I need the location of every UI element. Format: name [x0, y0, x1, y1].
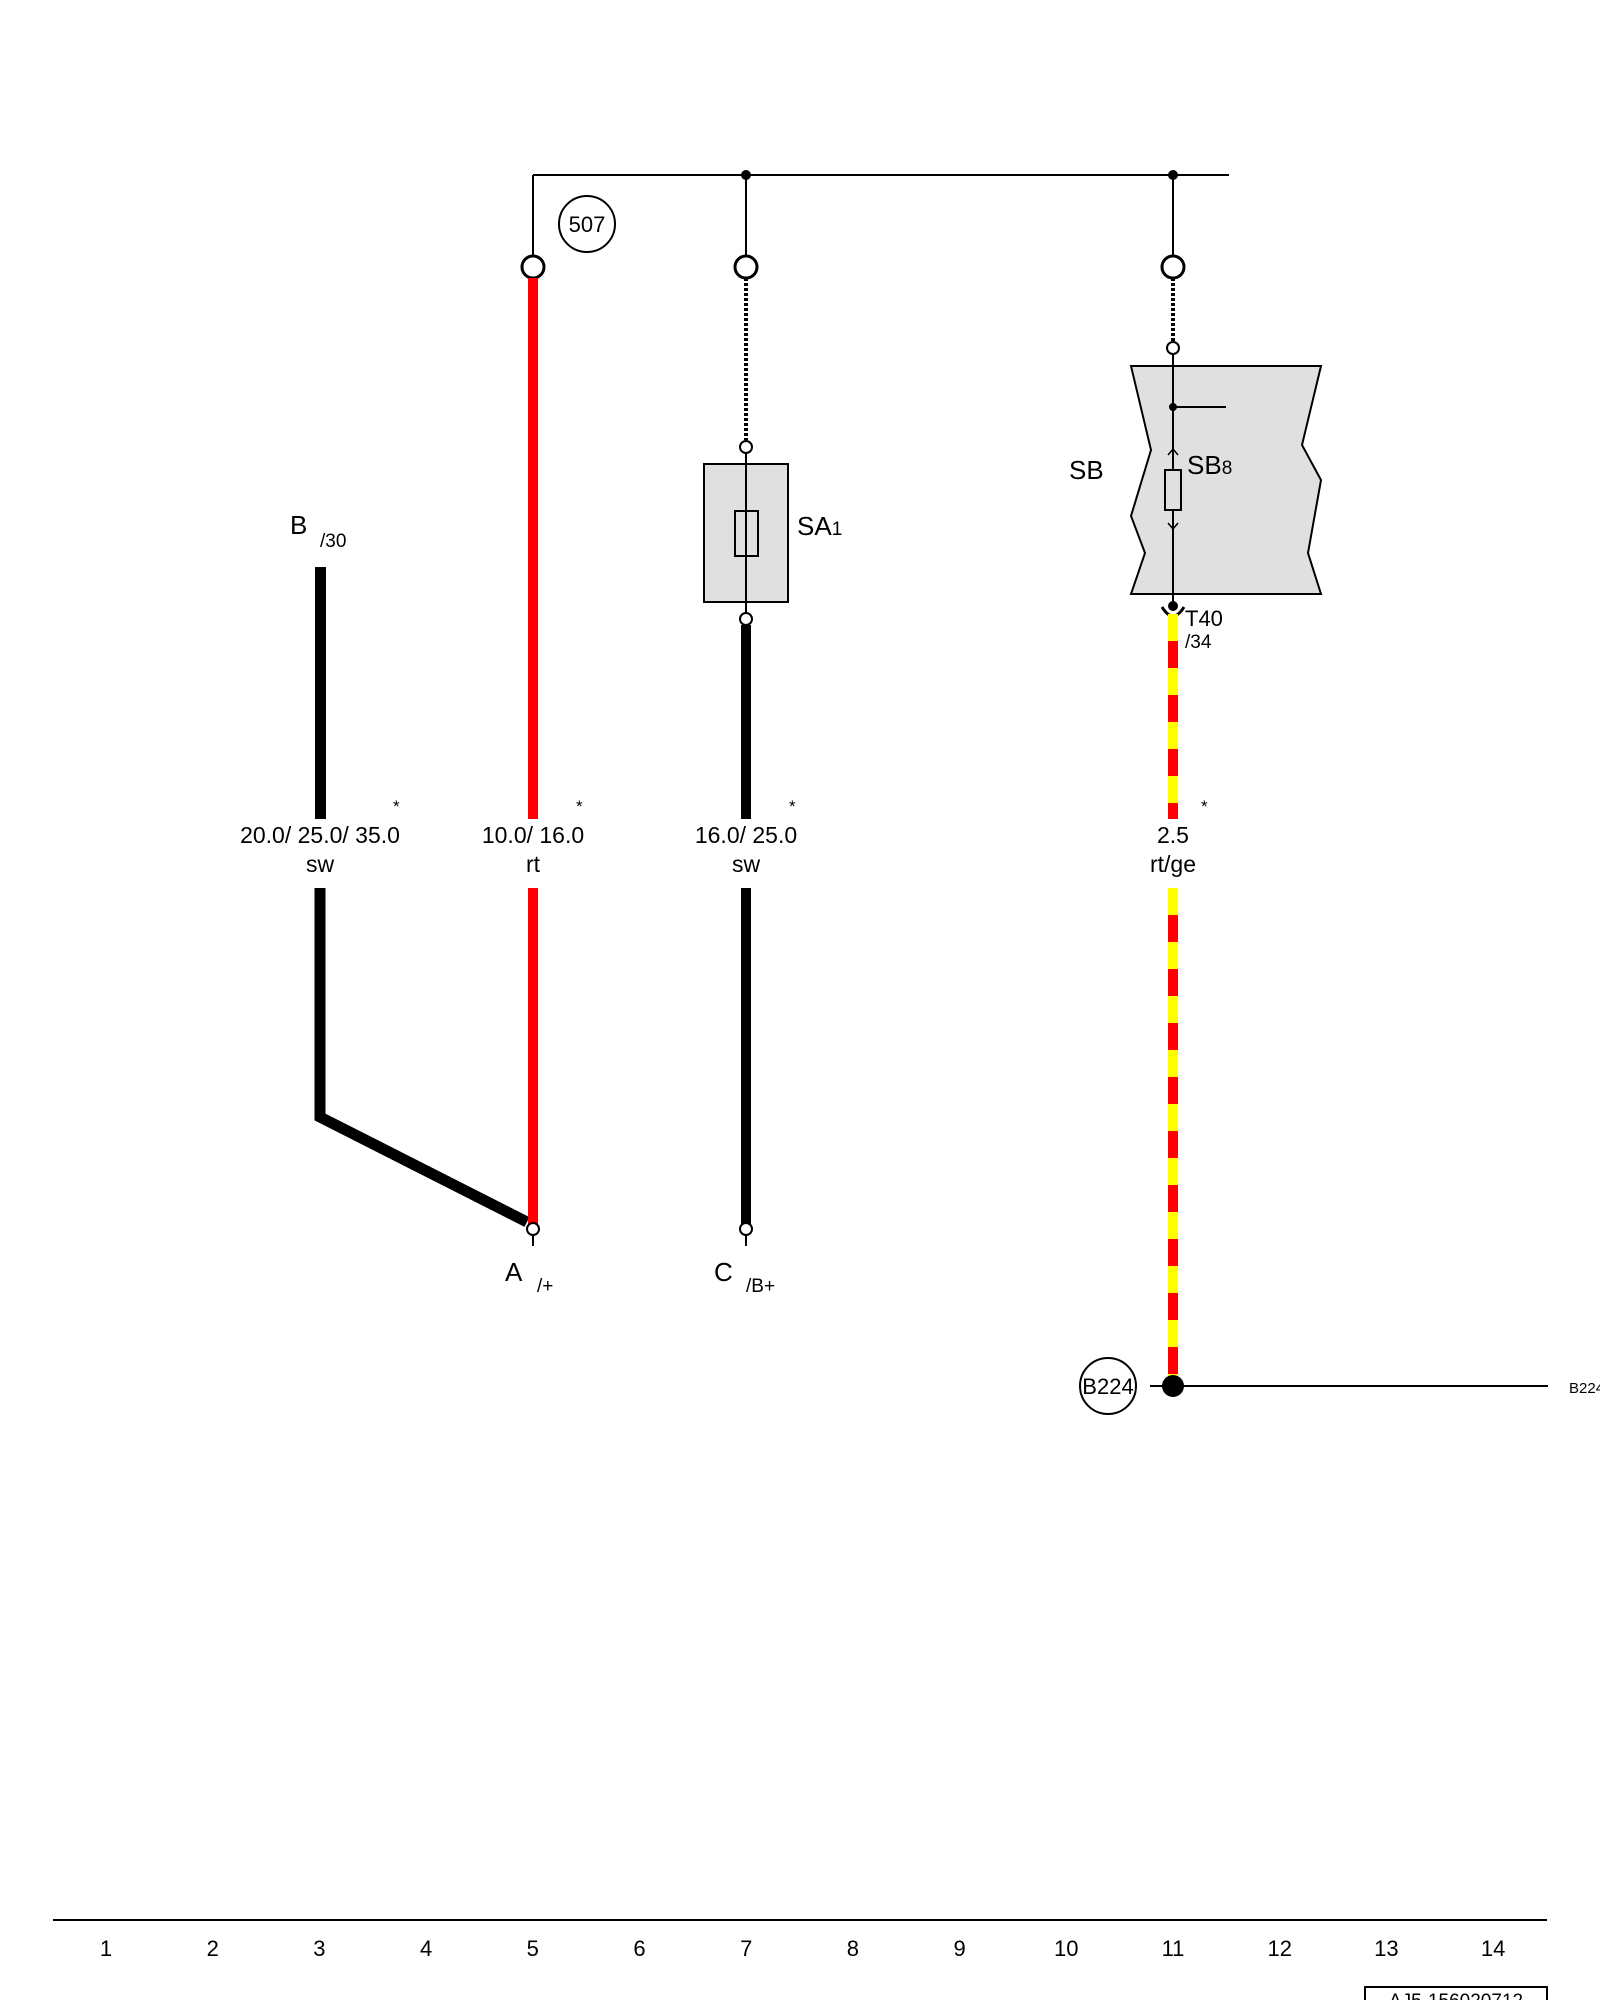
- terminal-c-circle: [739, 1222, 753, 1236]
- terminal-circle: [520, 254, 546, 280]
- terminal-c-sub: /B+: [746, 1276, 775, 1297]
- wire-stripe-segment: [1168, 915, 1178, 942]
- column-number: 4: [420, 1936, 432, 1961]
- column-number: 6: [633, 1936, 645, 1961]
- wire-spec-col7: 16.0/ 25.0 sw *: [695, 797, 797, 877]
- terminal-circle: [1160, 254, 1186, 280]
- column-number: 5: [527, 1936, 539, 1961]
- fuse-sb8-label: SB8: [1187, 450, 1232, 480]
- wire-size: 10.0/ 16.0: [482, 822, 584, 848]
- wire-red-yellow-lower: [1168, 888, 1178, 1380]
- wire-stripe-segment: [1168, 722, 1178, 749]
- wire-stripe-segment: [1168, 1212, 1178, 1239]
- terminal-b-sub: /30: [320, 531, 346, 552]
- wire-stripe-segment: [1168, 1158, 1178, 1185]
- wire-stripe-segment: [1168, 1185, 1178, 1212]
- wire-star: *: [1201, 797, 1208, 816]
- column-number: 12: [1267, 1936, 1291, 1961]
- wire-stripe-segment: [1168, 614, 1178, 641]
- terminal-a-circle: [526, 1222, 540, 1236]
- wire-stripe-segment: [1168, 1347, 1178, 1374]
- reference-circle-b224: [1079, 1357, 1137, 1415]
- terminal-b-letter: B: [290, 510, 307, 540]
- wire-stripe-segment: [1168, 1131, 1178, 1158]
- column-number: 2: [207, 1936, 219, 1961]
- wire-star: *: [393, 797, 400, 816]
- column-number: 3: [313, 1936, 325, 1961]
- fuse-sb8-symbol: [1164, 469, 1182, 511]
- fuse-sb8-arrows: [1167, 447, 1179, 531]
- wire-size: 20.0/ 25.0/ 35.0: [240, 822, 400, 848]
- fuse-sa1-label: SA1: [797, 511, 842, 541]
- fuse-box-sb-label: SB: [1069, 455, 1104, 485]
- wire-color-code: rt: [526, 851, 541, 877]
- fuse-terminal-circle: [1166, 341, 1180, 355]
- wire-stripe-segment: [1168, 641, 1178, 668]
- terminal-a-sub: /+: [537, 1276, 553, 1297]
- reference-circle-label: 507: [569, 212, 606, 237]
- wire-stripe-segment: [1168, 1050, 1178, 1077]
- wire-star: *: [576, 797, 583, 816]
- wire-black-upper-col7: [741, 625, 751, 819]
- wire-stripe-segment: [1168, 1320, 1178, 1347]
- terminal-c-letter: C: [714, 1257, 733, 1287]
- wire-stripe-segment: [1168, 1239, 1178, 1266]
- wire-stripe-segment: [1168, 776, 1178, 803]
- wire-black-lower: [314, 888, 530, 1227]
- b224-junction-dot: [1162, 1375, 1184, 1397]
- column-number: 13: [1374, 1936, 1398, 1961]
- column-number: 9: [953, 1936, 965, 1961]
- wire-size: 2.5: [1157, 822, 1189, 848]
- column-number: 8: [847, 1936, 859, 1961]
- wire-size: 16.0/ 25.0: [695, 822, 797, 848]
- column-number: 1: [100, 1936, 112, 1961]
- column-number: 10: [1054, 1936, 1078, 1961]
- column-number: 14: [1481, 1936, 1505, 1961]
- wire-black-lower-col7: [741, 888, 751, 1224]
- fuse-terminal-circle: [739, 612, 753, 626]
- connector-t40-dot: [1168, 601, 1178, 611]
- column-number: 11: [1162, 1936, 1185, 1961]
- wire-red-lower: [528, 888, 538, 1224]
- wire-red-yellow-upper: [1168, 614, 1178, 819]
- wire-color-code: sw: [306, 851, 335, 877]
- bus-junction-dot: [1168, 170, 1178, 180]
- wire-black-upper: [315, 567, 326, 819]
- wire-stripe-segment: [1168, 1077, 1178, 1104]
- wire-stripe-segment: [1168, 996, 1178, 1023]
- wire-red-upper: [528, 278, 538, 819]
- fuse-terminal-circle: [739, 440, 753, 454]
- reference-circle-507: 507: [558, 195, 616, 253]
- wire-stripe-segment: [1168, 1293, 1178, 1320]
- wire-spec-col11: 2.5 rt/ge *: [1150, 797, 1208, 877]
- wire-color-code: rt/ge: [1150, 851, 1196, 877]
- edge-reference-b224: B224: [1569, 1380, 1600, 1397]
- terminal-circle: [733, 254, 759, 280]
- column-number: 7: [740, 1936, 752, 1961]
- doc-id-box: [1364, 1986, 1548, 2000]
- wire-stripe-segment: [1168, 888, 1178, 915]
- wire-stripe-segment: [1168, 695, 1178, 722]
- wire-stripe-segment: [1168, 803, 1178, 819]
- wire-stripe-segment: [1168, 1104, 1178, 1131]
- reference-circle-b224-label: B224: [1082, 1374, 1133, 1399]
- wire-star: *: [789, 797, 796, 816]
- doc-id: AJ5-156020712: [1389, 1991, 1523, 2000]
- fuse-box-sb: [1129, 365, 1323, 595]
- wire-spec-col5: 10.0/ 16.0 rt *: [482, 797, 584, 877]
- wire-stripe-segment: [1168, 1023, 1178, 1050]
- wire-stripe-segment: [1168, 1266, 1178, 1293]
- wire-stripe-segment: [1168, 668, 1178, 695]
- connector-t40-pin: /34: [1185, 632, 1212, 653]
- wire-color-code: sw: [732, 851, 761, 877]
- bus-junction-dot: [741, 170, 751, 180]
- wire-spec-col3: 20.0/ 25.0/ 35.0 sw *: [240, 797, 400, 877]
- wire-stripe-segment: [1168, 942, 1178, 969]
- wire-stripe-segment: [1168, 969, 1178, 996]
- terminal-a-letter: A: [505, 1257, 523, 1287]
- connector-t40-name: T40: [1185, 606, 1223, 631]
- wire-stripe-segment: [1168, 749, 1178, 776]
